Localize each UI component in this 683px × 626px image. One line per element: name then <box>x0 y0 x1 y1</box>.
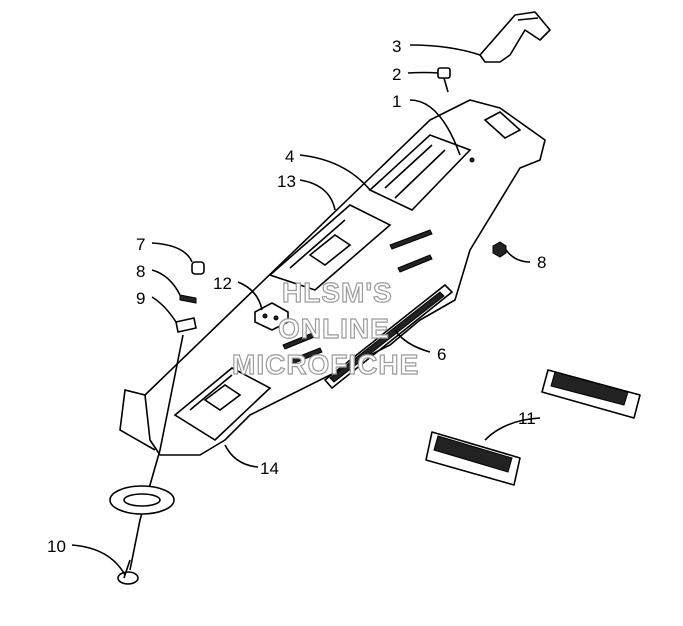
callout-10: 10 <box>47 537 66 556</box>
callout-12: 12 <box>213 274 232 293</box>
callout-6: 6 <box>437 345 446 364</box>
callout-8-right: 8 <box>537 253 546 272</box>
skid-plate <box>119 99 546 456</box>
callout-13: 13 <box>277 172 296 191</box>
traction-strips-part-11 <box>425 369 641 486</box>
watermark-line-1: HLSM'S <box>282 277 393 308</box>
leader-lines <box>71 44 541 576</box>
bolt-part-10 <box>117 559 139 585</box>
callout-3: 3 <box>392 37 401 56</box>
callout-7: 7 <box>136 235 145 254</box>
watermark-line-2: ONLINE <box>278 313 390 344</box>
fasteners-left <box>129 261 205 571</box>
callout-14: 14 <box>260 459 279 478</box>
bracket-part-3 <box>479 11 551 63</box>
watermark-line-3: MICROFICHE <box>232 349 419 380</box>
callout-9: 9 <box>136 289 145 308</box>
screw-part-2 <box>437 67 451 93</box>
washer <box>109 485 175 515</box>
nut-part-8-right <box>492 241 507 258</box>
callout-4: 4 <box>285 147 294 166</box>
callout-2: 2 <box>392 65 401 84</box>
callout-11: 11 <box>518 409 536 428</box>
callout-8-left: 8 <box>136 262 145 281</box>
block-part-12 <box>254 302 289 331</box>
callout-1: 1 <box>392 92 401 111</box>
watermark: HLSM'S ONLINE MICROFICHE <box>231 276 419 380</box>
